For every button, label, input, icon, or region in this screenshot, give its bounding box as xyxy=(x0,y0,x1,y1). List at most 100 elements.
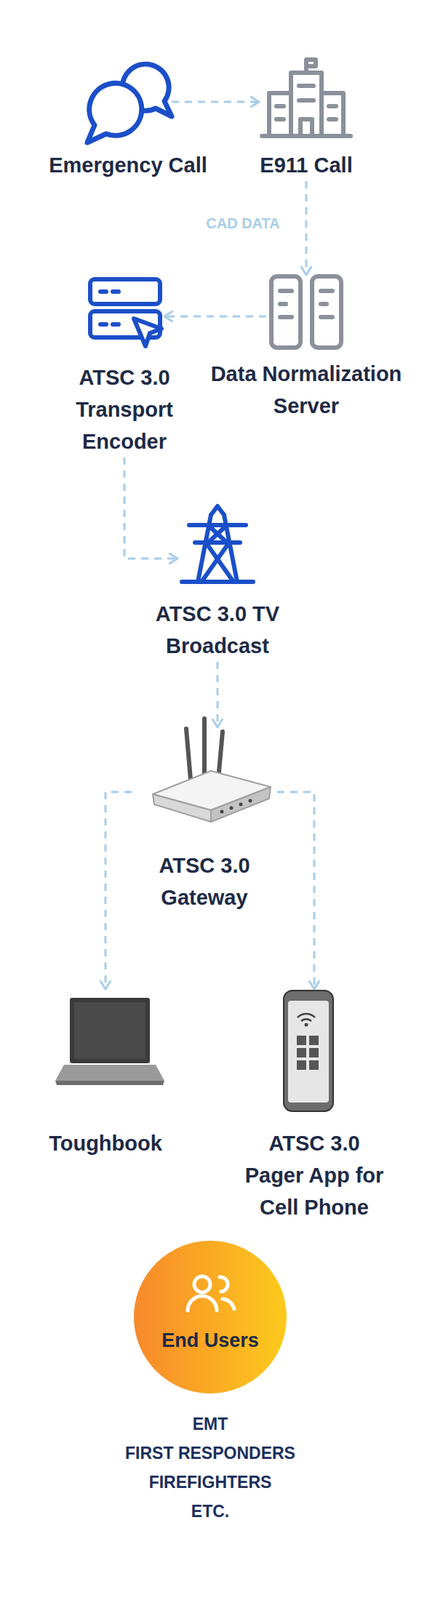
responder-label: EMT xyxy=(192,1414,229,1435)
node-label: E911 Call xyxy=(233,149,379,182)
gateway-icon-part xyxy=(152,771,271,811)
building-icon-part xyxy=(300,119,313,137)
laptop-icon xyxy=(55,998,165,1086)
chat-icon xyxy=(87,64,172,143)
end-users-circle: End Users xyxy=(133,1240,287,1394)
gateway-icon-part xyxy=(218,731,223,780)
server-icon-part xyxy=(320,314,333,320)
laptop-icon-part xyxy=(55,1064,165,1081)
dashed-arrow xyxy=(305,181,308,275)
icon-node: ATSC 3.0 Gateway xyxy=(131,727,278,914)
dashed-arrow xyxy=(171,101,259,104)
tower-icon-part xyxy=(181,579,254,585)
server-icon-part xyxy=(320,301,327,307)
server-icon-part xyxy=(312,276,342,348)
building-icon-part xyxy=(328,117,337,122)
node-label: ATSC 3.0 Gateway xyxy=(120,849,289,914)
gateway-icon xyxy=(152,718,271,822)
building-icon-part xyxy=(306,59,316,67)
building-icon-part xyxy=(276,117,284,122)
phone-icon-part xyxy=(296,1060,307,1071)
building-icon-part xyxy=(290,72,322,137)
node-label: End Users xyxy=(133,1328,287,1354)
tower-icon xyxy=(181,506,254,582)
server-icon xyxy=(271,276,342,348)
node-label: ATSC 3.0 Pager App for Cell Phone xyxy=(242,1127,386,1224)
dashed-arrow xyxy=(105,792,132,990)
server-icon-part xyxy=(280,314,292,320)
tower-icon-part xyxy=(194,540,241,545)
responder-label: FIRST RESPONDERS xyxy=(125,1443,296,1464)
tower-icon-part xyxy=(224,515,238,582)
server-icon-part xyxy=(320,288,333,294)
chat-icon-part xyxy=(122,64,172,117)
icon-node: E911 Call xyxy=(258,58,354,182)
phone-icon-part xyxy=(304,1023,309,1028)
building-icon-part xyxy=(328,104,337,109)
building-icon-part xyxy=(298,98,314,103)
tower-icon-part xyxy=(201,542,230,582)
phone-icon-part xyxy=(301,1019,312,1022)
encoder-icon-part xyxy=(112,289,119,294)
phone-icon xyxy=(283,990,334,1112)
building-icon xyxy=(261,59,351,137)
building-icon-part xyxy=(261,133,351,139)
phone-icon-part xyxy=(309,1060,319,1071)
tower-icon-part xyxy=(189,523,246,528)
phone-icon-part xyxy=(309,1048,319,1058)
encoder-icon xyxy=(90,279,162,347)
edge-label: CAD DATA xyxy=(205,214,280,233)
node-label: ATSC 3.0 Transport Encoder xyxy=(44,361,205,458)
gateway-icon-part xyxy=(220,810,225,814)
users-icon-part xyxy=(222,1299,235,1310)
icon-node: ATSC 3.0 TV Broadcast xyxy=(177,501,258,662)
phone-icon-part xyxy=(309,1035,319,1046)
gateway-icon-part xyxy=(239,803,243,807)
laptop-icon-part xyxy=(55,1080,165,1086)
node-label: Toughbook xyxy=(25,1127,186,1160)
users-icon xyxy=(187,1276,235,1311)
laptop-icon-part xyxy=(74,1002,146,1060)
encoder-icon-part xyxy=(133,318,162,347)
users-icon-part xyxy=(187,1296,217,1311)
icon-node: Emergency Call xyxy=(84,58,172,182)
gateway-icon-part xyxy=(210,787,271,822)
server-icon-part xyxy=(280,301,286,307)
server-icon-part xyxy=(280,288,292,294)
phone-icon-part xyxy=(296,1048,307,1058)
responder-label: FIREFIGHTERS xyxy=(149,1472,273,1493)
building-icon-part xyxy=(269,93,291,137)
gateway-icon-part xyxy=(229,806,234,811)
phone-icon-part xyxy=(283,990,334,1112)
phone-icon-part xyxy=(296,1035,307,1046)
users-icon-part xyxy=(194,1276,211,1293)
phone-icon-part xyxy=(297,1014,315,1018)
encoder-icon-part xyxy=(100,289,107,294)
phone-icon-part xyxy=(288,1000,329,1103)
node-label: ATSC 3.0 TV Broadcast xyxy=(122,597,313,662)
gateway-icon-part xyxy=(248,799,253,804)
encoder-icon-part xyxy=(90,311,161,338)
icon-node: ATSC 3.0 Pager App for Cell Phone xyxy=(277,989,351,1224)
gateway-icon-part xyxy=(186,728,191,780)
tower-icon-part xyxy=(205,542,234,582)
tower-icon-part xyxy=(210,506,225,516)
chat-icon-part xyxy=(87,82,142,143)
icon-node: Data Normalization Server xyxy=(266,274,347,422)
tower-icon-part xyxy=(208,525,227,543)
dashed-arrow xyxy=(164,315,267,318)
building-icon-part xyxy=(276,104,284,109)
tower-icon-part xyxy=(197,515,211,582)
building-icon-part xyxy=(321,93,344,137)
gateway-icon-part xyxy=(152,794,211,822)
dashed-arrow xyxy=(216,661,219,728)
building-icon-part xyxy=(298,83,314,89)
encoder-icon-part xyxy=(90,279,161,305)
responder-label: ETC. xyxy=(191,1501,230,1522)
laptop-icon-part xyxy=(69,998,150,1064)
node-label: Data Normalization Server xyxy=(200,357,412,422)
dashed-arrow xyxy=(124,457,178,559)
tower-icon-part xyxy=(208,525,227,543)
